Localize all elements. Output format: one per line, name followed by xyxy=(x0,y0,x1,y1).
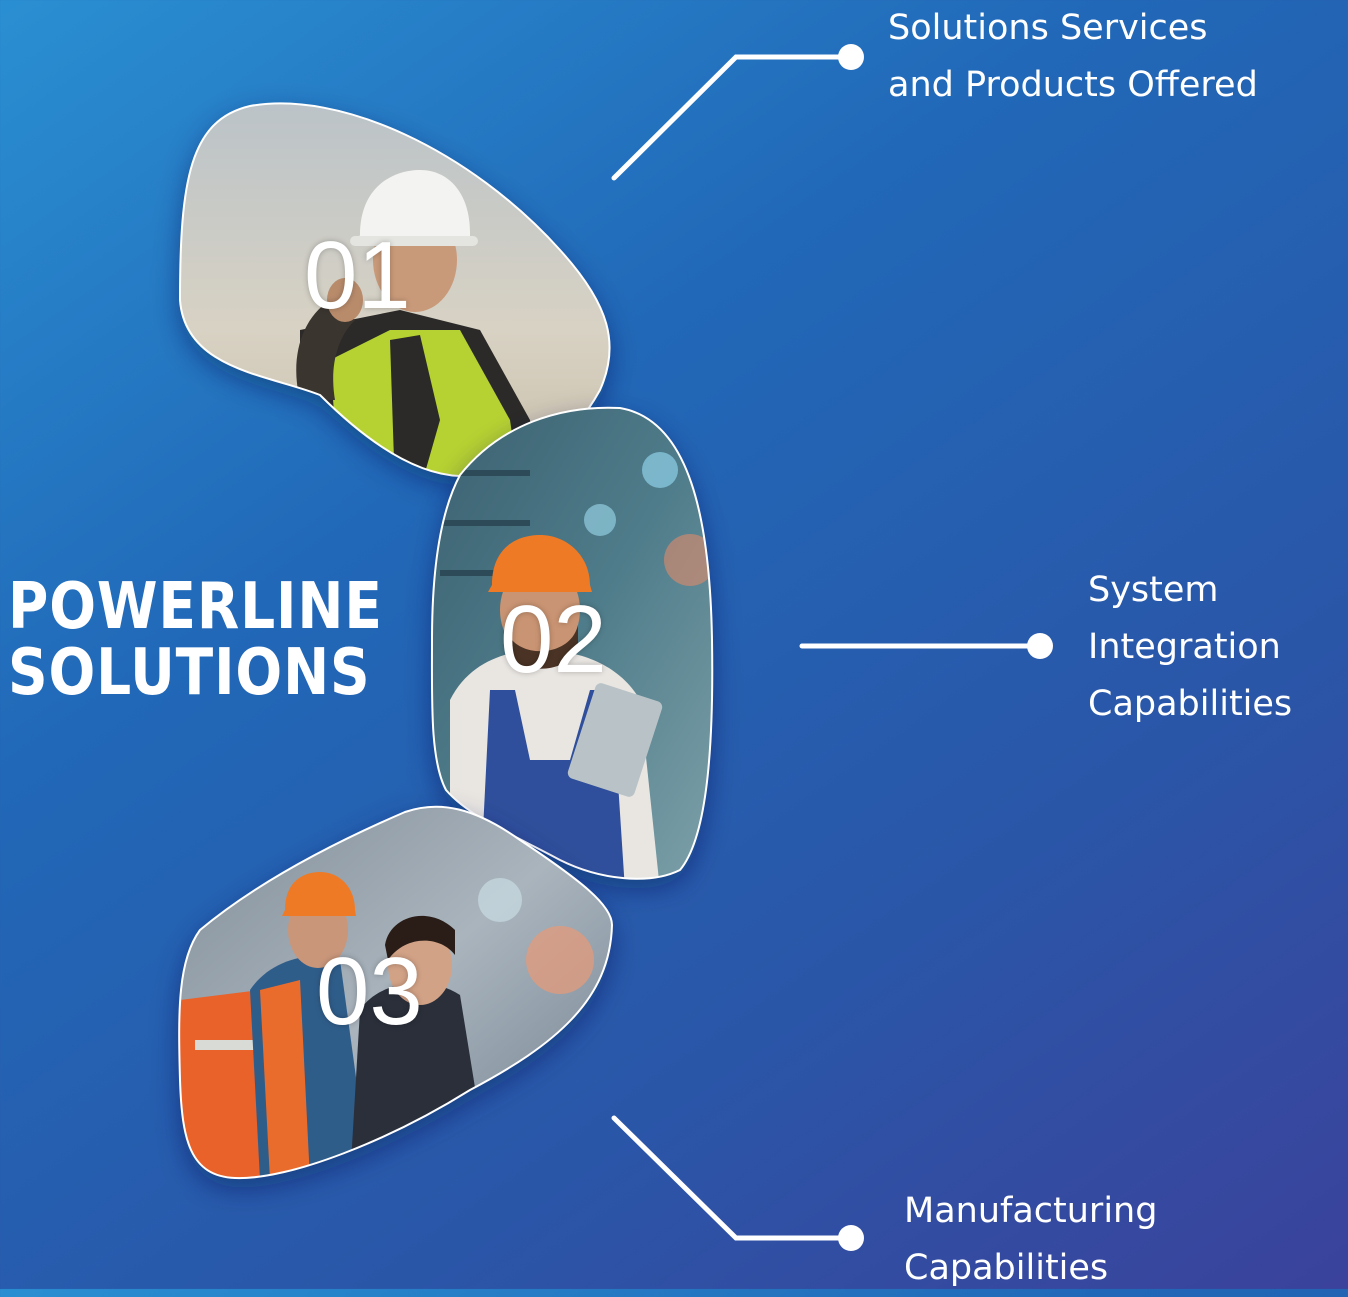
segment-2-outline xyxy=(430,406,714,880)
segment-label-2-line-1: System xyxy=(1088,570,1219,610)
segment-label-3-line-2: Capabilities xyxy=(904,1248,1109,1288)
connector-2 xyxy=(799,633,1053,659)
connector-3-dot xyxy=(838,1225,864,1251)
segment-number-2: 02 xyxy=(500,586,607,693)
segment-1-outline xyxy=(178,102,611,478)
connector-1 xyxy=(611,44,864,181)
segment-label-2-line-3: Capabilities xyxy=(1088,684,1293,724)
page-title: POWERLINE SOLUTIONS xyxy=(8,574,383,706)
segment-label-1-line-1: Solutions Services xyxy=(888,8,1208,48)
segment-label-3: Manufacturing Capabilities xyxy=(904,1183,1157,1297)
title-line-1: POWERLINE xyxy=(8,570,383,644)
segment-label-1: Solutions Services and Products Offered xyxy=(888,0,1258,114)
segment-label-2-line-2: Integration xyxy=(1088,627,1281,667)
connector-1-dot xyxy=(838,44,864,70)
title-line-2: SOLUTIONS xyxy=(8,636,371,710)
segment-number-3: 03 xyxy=(316,938,423,1045)
connector-2-dot xyxy=(1027,633,1053,659)
connector-3 xyxy=(611,1115,864,1251)
segment-3-outline xyxy=(178,805,614,1180)
segment-label-2: System Integration Capabilities xyxy=(1088,562,1292,733)
segment-label-1-line-2: and Products Offered xyxy=(888,65,1258,105)
segment-label-3-line-1: Manufacturing xyxy=(904,1191,1158,1231)
segment-number-1: 01 xyxy=(304,222,411,329)
